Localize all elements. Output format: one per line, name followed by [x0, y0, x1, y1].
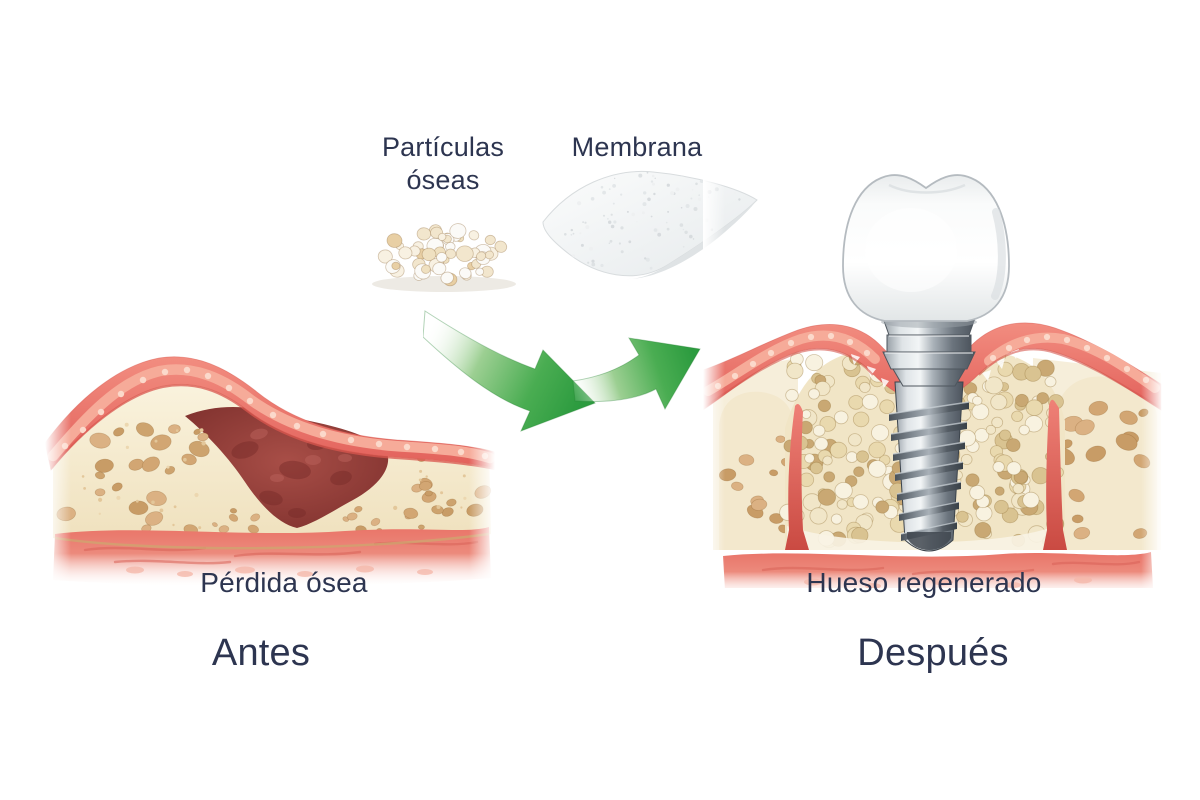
bone-speckles [81, 422, 206, 530]
healing-seam-right [1043, 399, 1067, 550]
dental-implant [842, 174, 1010, 552]
thread-highlights [888, 401, 970, 535]
bone-holes [211, 508, 261, 534]
bone-defect-cross-section [45, 338, 495, 588]
lower-tissue-band [53, 527, 491, 586]
dental-implant-cross-section [703, 158, 1163, 588]
arrow-up-right-icon [572, 337, 701, 411]
process-arrows [423, 310, 701, 432]
native-bone-left [719, 391, 795, 550]
membrane-label: Membrana [571, 132, 703, 162]
gum-tissue [45, 356, 495, 471]
before-title: Antes [211, 632, 311, 674]
cortical-rim [787, 524, 1061, 550]
before-caption: Pérdida ósea [200, 567, 368, 598]
particles-label: Partículas óseas [381, 132, 505, 196]
particles-shadow [372, 276, 516, 292]
after-title: Después [857, 632, 1009, 674]
arrow-down-right-icon [423, 310, 596, 432]
after-caption: Hueso regenerado [806, 567, 1042, 598]
implant-crown [842, 174, 1010, 328]
bone-graft-particles-icon [372, 223, 516, 292]
healing-seam-left [785, 404, 809, 550]
particle-pile [377, 223, 508, 287]
gum-tissue [703, 322, 1162, 411]
screw-tip [907, 532, 951, 551]
implant-abutment [882, 317, 976, 387]
gum-highlight-ticks [851, 349, 1019, 388]
lower-tissue-band [723, 552, 1153, 588]
